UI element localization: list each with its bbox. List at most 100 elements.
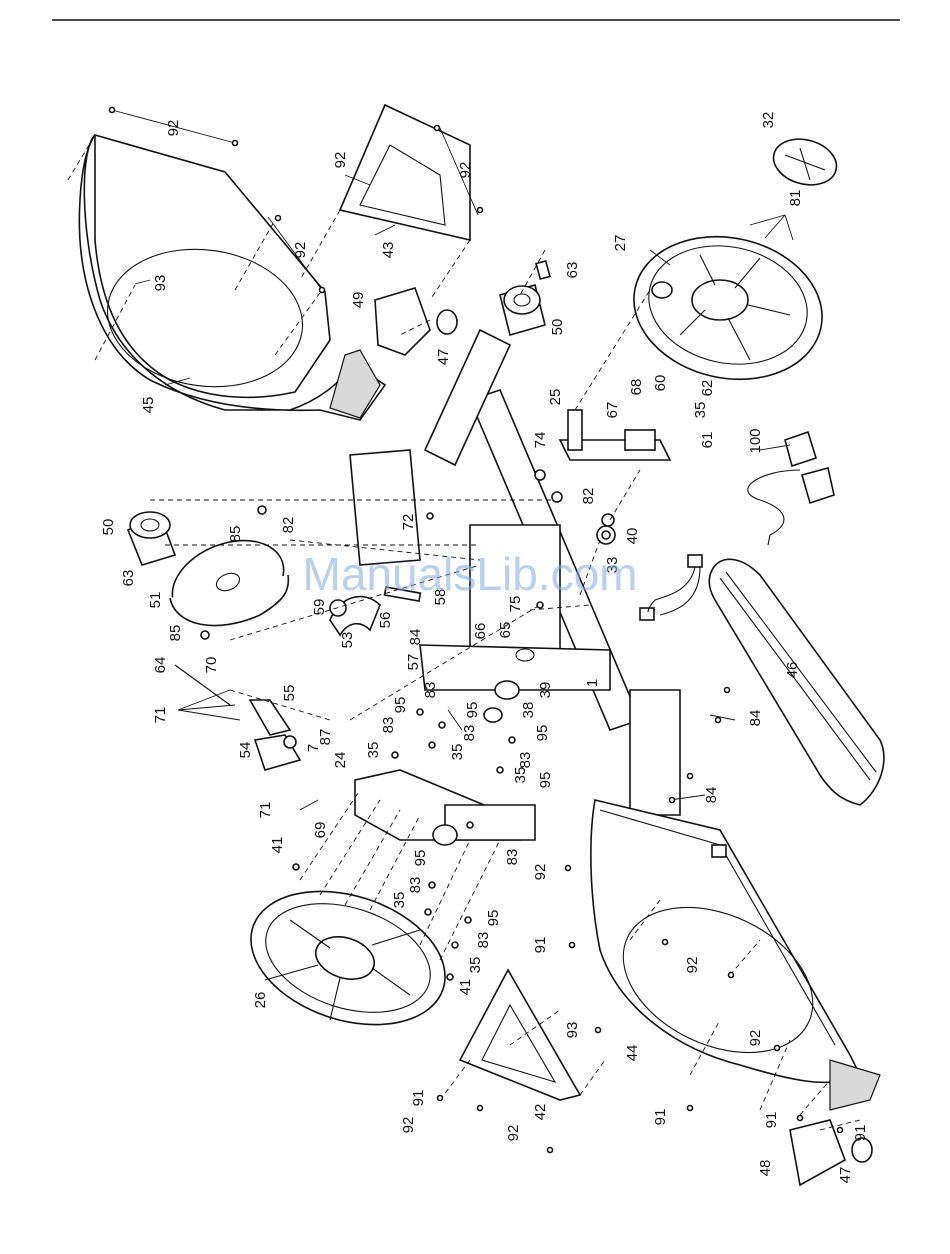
- callout-label: 39: [537, 682, 554, 699]
- callout-label: 92: [684, 957, 701, 974]
- callout-label: 82: [280, 517, 297, 534]
- part-43-upper-cover: [340, 105, 470, 240]
- callout-label: 35: [449, 744, 466, 761]
- wiring-harness: [640, 555, 702, 620]
- callout-label: 44: [624, 1045, 641, 1062]
- watermark-text: ManualsLib.com: [303, 548, 638, 600]
- callout-label: 100: [747, 428, 764, 453]
- callout-label: 91: [532, 937, 549, 954]
- callout-label: 41: [269, 837, 286, 854]
- callout-label: 93: [152, 275, 169, 292]
- callout-label: 63: [120, 570, 137, 587]
- callout-label: 47: [837, 1167, 854, 1184]
- callout-label: 35: [365, 742, 382, 759]
- callout-label: 85: [227, 526, 244, 543]
- callout-label: 91: [763, 1112, 780, 1129]
- callout-label: 45: [140, 397, 157, 414]
- callout-label: 83: [380, 717, 397, 734]
- callout-label: 95: [392, 697, 409, 714]
- callout-label: 46: [784, 662, 801, 679]
- part-49-handle-cap: [375, 288, 457, 355]
- callout-label: 95: [485, 910, 502, 927]
- part-50-upper-roller: [500, 261, 550, 335]
- callout-label: 67: [604, 402, 621, 419]
- callout-label: 81: [787, 190, 804, 207]
- callout-label: 83: [407, 877, 424, 894]
- part-27-flywheel: [621, 220, 836, 396]
- callout-label: 35: [692, 402, 709, 419]
- callout-label: 32: [760, 112, 777, 129]
- callout-label: 95: [537, 772, 554, 789]
- callout-label: 91: [410, 1090, 427, 1107]
- callout-label: 92: [747, 1030, 764, 1047]
- callout-label: 35: [467, 957, 484, 974]
- callout-label: 25: [547, 389, 564, 406]
- callout-label: 91: [652, 1109, 669, 1126]
- callout-label: 57: [405, 654, 422, 671]
- callout-label: 41: [457, 979, 474, 996]
- callout-label: 84: [407, 629, 424, 646]
- callout-label: 92: [400, 1117, 417, 1134]
- callout-label: 91: [852, 1125, 869, 1142]
- part-46-belt: [709, 559, 884, 805]
- callout-label: 24: [332, 752, 349, 769]
- callout-label: 84: [703, 787, 720, 804]
- callout-label: 53: [339, 632, 356, 649]
- callout-label: 85: [167, 625, 184, 642]
- callout-label: 83: [517, 752, 534, 769]
- callout-label: 95: [464, 702, 481, 719]
- callout-label: 92: [505, 1125, 522, 1142]
- callout-label: 93: [564, 1022, 581, 1039]
- callout-label: 38: [520, 702, 537, 719]
- callout-label: 84: [747, 710, 764, 727]
- callout-label: 82: [580, 488, 597, 505]
- callout-label: 71: [152, 707, 169, 724]
- callout-label: 68: [628, 379, 645, 396]
- callout-label: 7: [305, 744, 322, 752]
- callout-label: 65: [497, 622, 514, 639]
- callout-label: 47: [435, 349, 452, 366]
- callout-label: 55: [281, 685, 298, 702]
- part-32-hub-cap: [768, 132, 841, 191]
- callout-label: 50: [100, 519, 117, 536]
- callout-label: 27: [612, 235, 629, 252]
- callout-label: 50: [549, 319, 566, 336]
- callout-label: 59: [311, 599, 328, 616]
- part-42-lower-cover: [460, 970, 580, 1100]
- part-44-side-shield: [591, 800, 880, 1110]
- callout-label: 69: [312, 822, 329, 839]
- callout-label: 54: [237, 742, 254, 759]
- callout-label: 87: [317, 729, 334, 746]
- callout-label: 66: [472, 623, 489, 640]
- callout-label: 95: [412, 850, 429, 867]
- callout-label: 72: [400, 514, 417, 531]
- callout-label: 92: [332, 152, 349, 169]
- callout-label: 92: [457, 162, 474, 179]
- callout-label: 1: [584, 679, 601, 687]
- callout-label: 56: [377, 612, 394, 629]
- callout-label: 83: [475, 932, 492, 949]
- callout-label: 92: [532, 864, 549, 881]
- callout-label: 60: [652, 375, 669, 392]
- callout-label: 49: [350, 292, 367, 309]
- callout-label: 62: [699, 380, 716, 397]
- callout-label: 43: [380, 242, 397, 259]
- callout-label: 42: [532, 1104, 549, 1121]
- part-45-side-shield: [79, 135, 385, 420]
- callout-label: 74: [532, 432, 549, 449]
- part-50-lower-roller: [128, 512, 175, 565]
- callout-label: 40: [624, 528, 641, 545]
- callout-label: 48: [757, 1160, 774, 1177]
- callout-label: 64: [152, 657, 169, 674]
- part-26-flywheel-cover: [234, 868, 463, 1048]
- callout-label: 61: [699, 432, 716, 449]
- callout-label: 83: [461, 725, 478, 742]
- callout-label: 71: [257, 802, 274, 819]
- callout-label: 51: [147, 592, 164, 609]
- callout-label: 35: [391, 892, 408, 909]
- callout-label: 83: [422, 682, 439, 699]
- callout-label: 95: [534, 725, 551, 742]
- part-24-crank-plate: [355, 681, 535, 845]
